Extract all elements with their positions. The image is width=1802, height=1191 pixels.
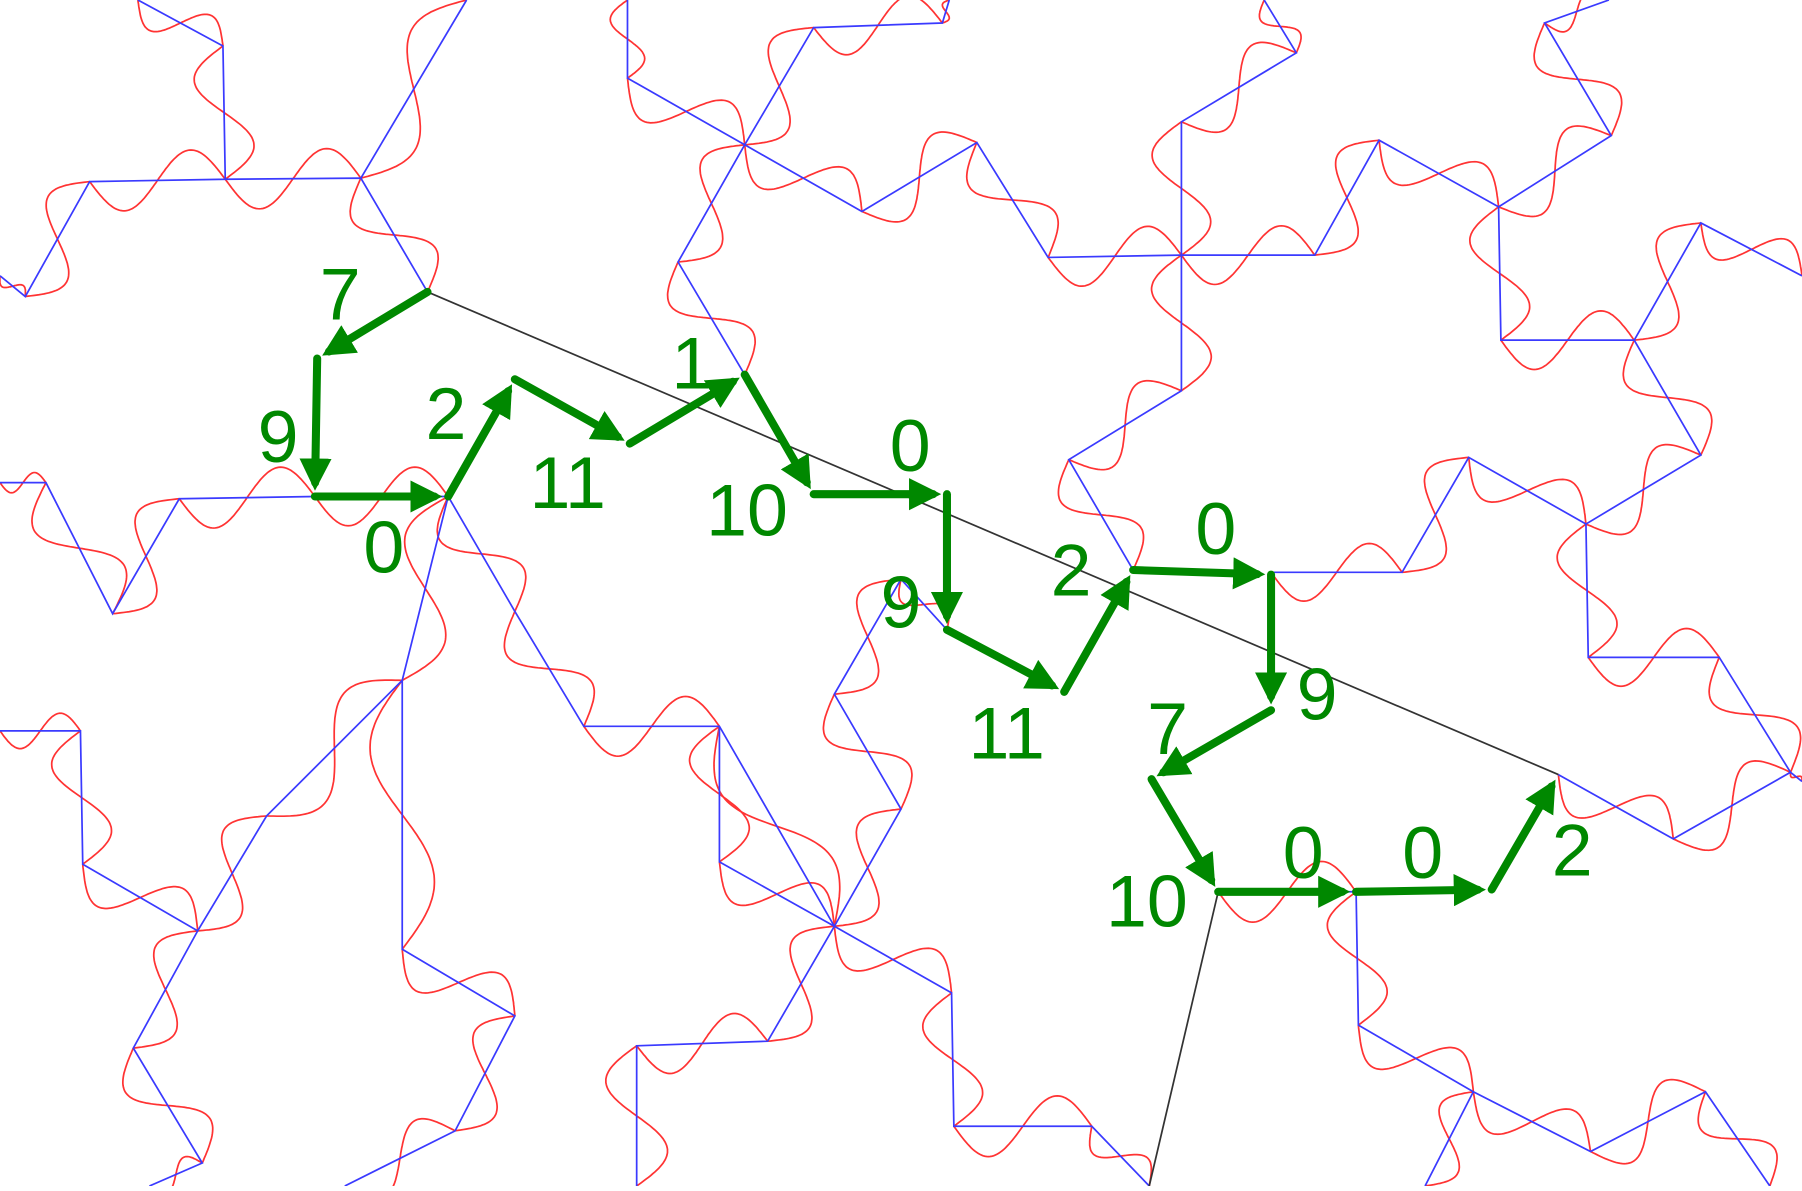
tiling-edge-16: [1633, 221, 1802, 341]
wave-edge-55: [1544, 0, 1609, 33]
arrow-label-11: 2: [1051, 528, 1092, 611]
arrow-label-3: 0: [363, 505, 404, 588]
path-arrow-12: [1129, 557, 1266, 590]
arrow-label-4: 2: [425, 372, 466, 455]
arrow-label-17: 0: [1402, 811, 1443, 894]
tiling-edge-13: [1180, 0, 1298, 256]
arrow-label-7: 10: [706, 469, 788, 552]
tiling-edge-11: [743, 0, 951, 146]
tiling-edge-18: [1789, 771, 1802, 783]
tiling-edge-1: [0, 0, 227, 298]
arrow-label-16: 0: [1283, 811, 1324, 894]
arrow-label-5: 11: [530, 441, 606, 524]
arrow-label-6: 1: [671, 321, 712, 404]
arrow-label-10: 11: [969, 691, 1045, 774]
arrow-label-14: 7: [1147, 687, 1188, 770]
guide-lines: [427, 291, 1559, 1187]
tiling-edge-12: [677, 144, 746, 376]
arrow-label-13: 9: [1297, 652, 1338, 735]
lower-guide-line: [1148, 891, 1220, 1187]
tiling-edge-4: [0, 481, 948, 929]
wave-edge-31: [344, 1117, 456, 1191]
diagonal-guide-line: [427, 291, 1559, 776]
tiling-edge-6: [344, 680, 516, 1187]
tiling-edge-19: [1218, 890, 1771, 1187]
wave-edge-34: [148, 1155, 203, 1191]
path-arrow-5: [510, 375, 625, 441]
path-arrow-11: [1060, 574, 1131, 696]
path-arrow-14: [1156, 706, 1276, 777]
path-arrow-2: [299, 354, 332, 491]
path-arrow-10: [942, 625, 1060, 690]
tiling-edge-8: [718, 726, 1150, 1187]
tiling-edge-17: [1271, 456, 1587, 574]
arrow-label-2: 9: [258, 395, 299, 478]
path-arrow-18: [1487, 779, 1556, 894]
tiling-edge-15: [1497, 206, 1792, 840]
tiling-edge-9: [635, 925, 836, 1186]
tiling-edge-20: [1424, 1091, 1475, 1187]
arrow-label-8: 0: [890, 404, 931, 487]
path-arrow-15: [1147, 775, 1216, 887]
tiling-edge-7: [132, 930, 204, 1187]
path-arrow-17: [1352, 874, 1486, 907]
tiling-edge-14: [1067, 255, 1183, 571]
tiling-edge-10: [626, 0, 1613, 259]
arrow-label-12: 0: [1195, 487, 1236, 570]
path-arrow-6: [625, 377, 740, 448]
arrow-label-1: 7: [320, 252, 361, 335]
path-arrow-7: [740, 370, 811, 490]
tiling-edge-3: [360, 0, 468, 179]
path-arrow-4: [444, 384, 513, 501]
arrow-label-18: 2: [1552, 809, 1593, 892]
arrow-label-9: 9: [881, 560, 922, 643]
arrow-labels: 7 9 0 2 11 1 10 0 9 11 2 0 9 7 10 0 0 2: [258, 252, 1593, 942]
arrow-label-15: 10: [1106, 859, 1188, 942]
green-path-arrows: [299, 287, 1556, 908]
path-arrow-1: [322, 287, 432, 356]
